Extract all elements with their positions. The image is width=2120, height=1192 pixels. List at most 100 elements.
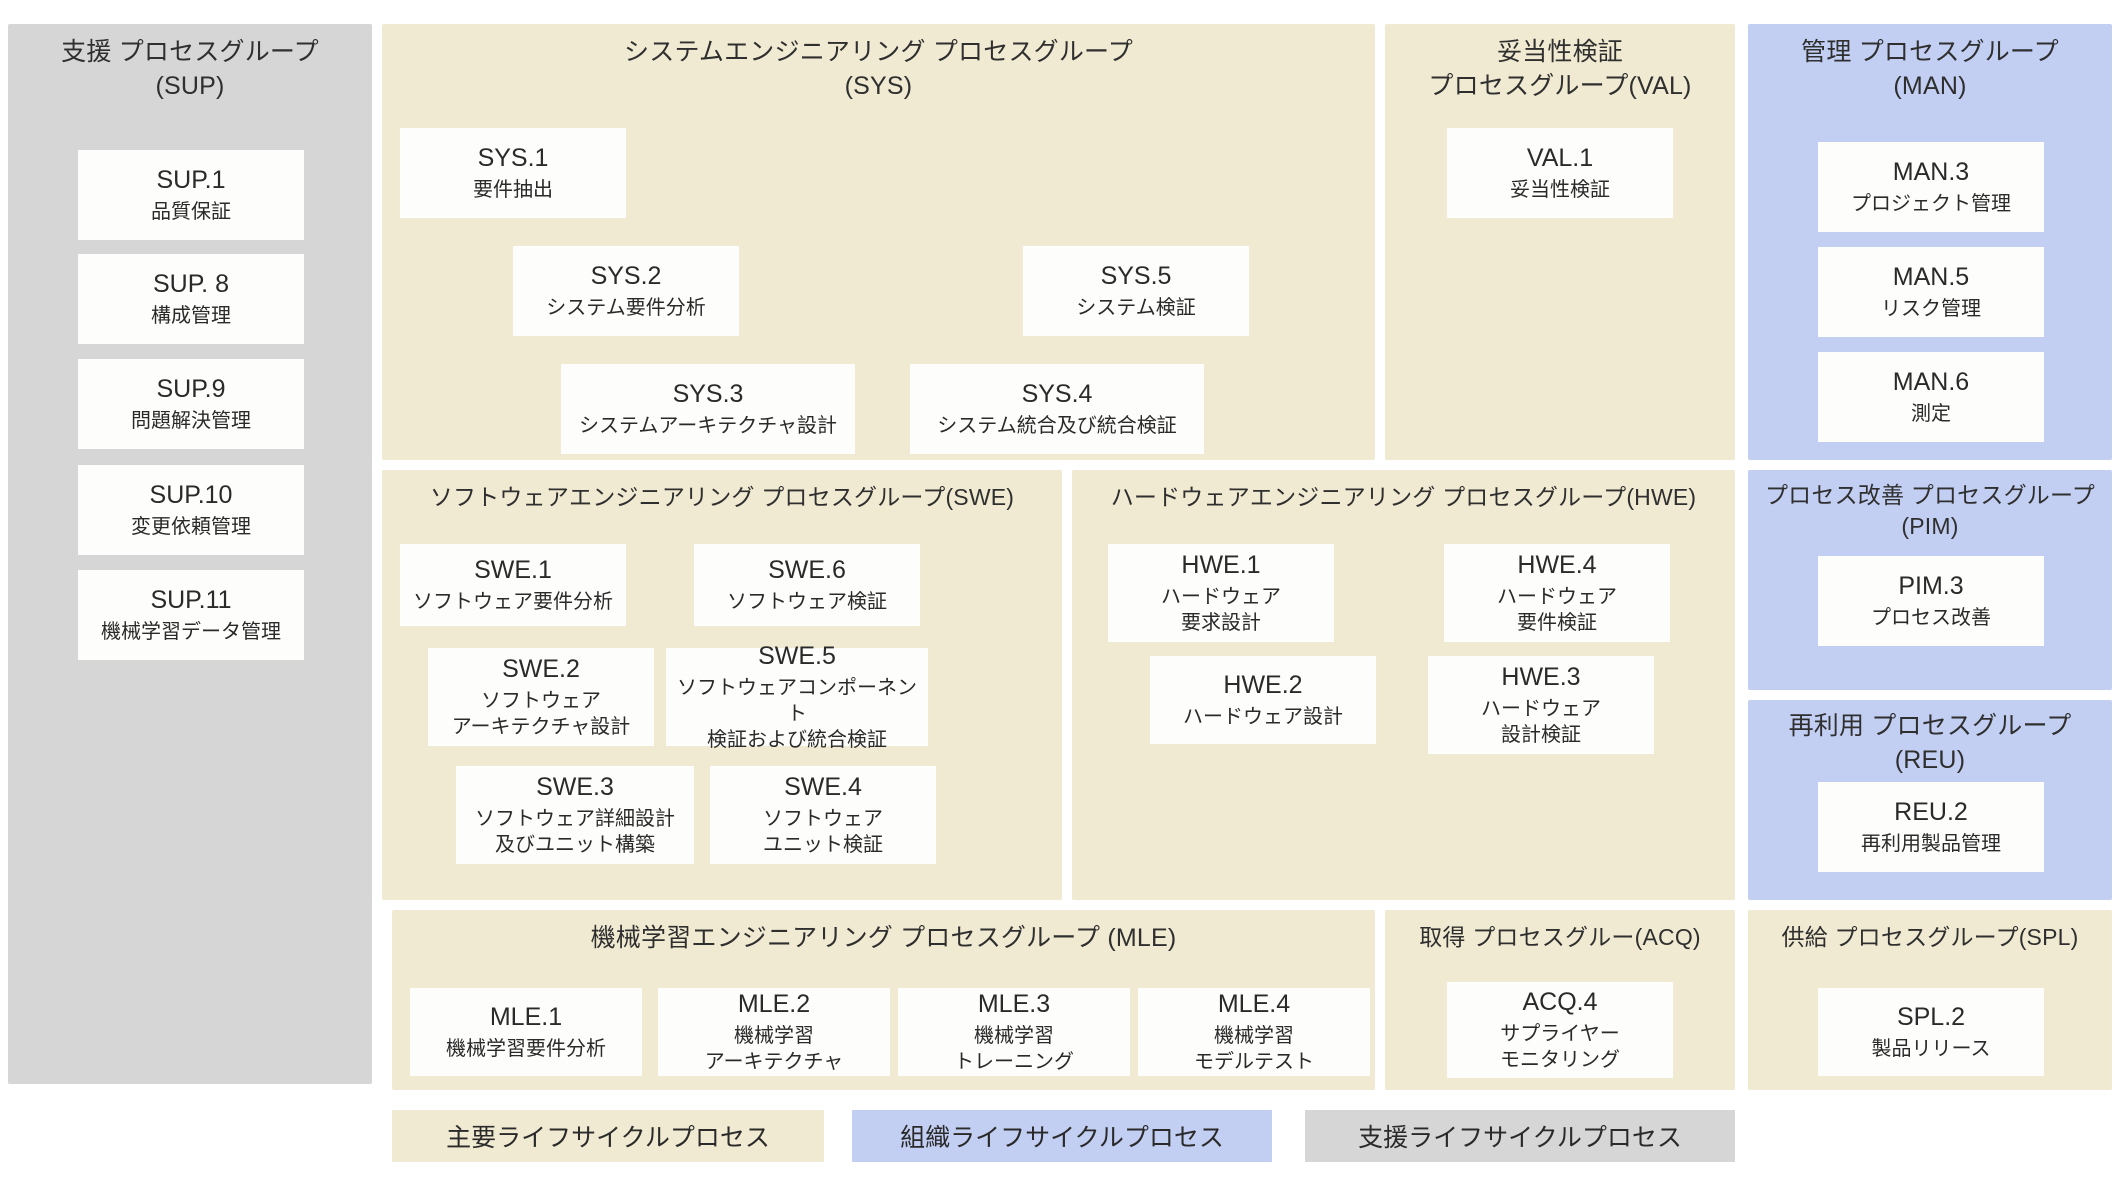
process-box-sup-1[interactable]: SUP.1 品質保証 [78,150,304,240]
process-name: ハードウェア設計 [1183,706,1343,729]
process-code: SWE.1 [474,555,552,584]
process-name: 機械学習 アーキテクチャ [704,1025,844,1074]
process-name: システム統合及び統合検証 [937,415,1177,438]
process-name: 要件抽出 [473,179,553,202]
process-box-sup-10[interactable]: SUP.10 変更依頼管理 [78,465,304,555]
process-box-sys-1[interactable]: SYS.1 要件抽出 [400,128,626,218]
process-code: SWE.4 [784,772,862,801]
legend-item-organizational-lifecycle: 組織ライフサイクルプロセス [852,1110,1272,1162]
group-title-pim: プロセス改善 プロセスグループ (PIM) [1764,482,2095,539]
process-code: MAN.5 [1892,262,1970,291]
process-box-sys-5[interactable]: SYS.5 システム検証 [1023,246,1249,336]
process-code: MLE.2 [737,989,811,1018]
process-box-val-1[interactable]: VAL.1 妥当性検証 [1447,128,1673,218]
process-box-mle-2[interactable]: MLE.2 機械学習 アーキテクチャ [658,988,890,1076]
group-title-acq: 取得 プロセスグルー(ACQ) [1419,924,1701,950]
group-title-reu: 再利用 プロセスグループ (REU) [1788,712,2072,774]
process-code: SUP. 8 [153,269,229,298]
process-box-spl-2[interactable]: SPL.2 製品リリース [1818,988,2044,1076]
process-box-sys-2[interactable]: SYS.2 システム要件分析 [513,246,739,336]
group-title-man: 管理 プロセスグループ (MAN) [1801,38,2059,100]
process-box-mle-4[interactable]: MLE.4 機械学習 モデルテスト [1138,988,1370,1076]
process-name: ソフトウェア要件分析 [413,591,613,614]
process-name: サプライヤー モニタリング [1500,1023,1620,1072]
process-box-sup-9[interactable]: SUP.9 問題解決管理 [78,359,304,449]
process-name: 機械学習 トレーニング [954,1025,1074,1074]
process-name: システムアーキテクチャ設計 [579,415,837,438]
process-box-hwe-3[interactable]: HWE.3 ハードウェア 設計検証 [1428,656,1654,754]
process-box-swe-5[interactable]: SWE.5 ソフトウェアコンポーネント 検証および統合検証 [666,642,928,751]
process-code: MLE.1 [489,1002,563,1031]
process-box-man-3[interactable]: MAN.3 プロジェクト管理 [1818,142,2044,232]
process-box-man-5[interactable]: MAN.5 リスク管理 [1818,247,2044,337]
process-box-swe-2[interactable]: SWE.2 ソフトウェア アーキテクチャ設計 [428,648,654,746]
process-code: MAN.6 [1892,367,1970,396]
process-name: プロセス改善 [1871,607,1991,630]
process-name: 妥当性検証 [1510,179,1610,202]
process-name: 再利用製品管理 [1861,833,2001,856]
group-title-hwe: ハードウェアエンジニアリング プロセスグループ(HWE) [1110,484,1697,510]
process-code: HWE.4 [1517,550,1597,579]
process-code: SUP.11 [150,585,232,614]
process-name: ハードウェア 要件検証 [1497,586,1617,635]
process-box-man-6[interactable]: MAN.6 測定 [1818,352,2044,442]
process-name: ハードウェア 要求設計 [1161,586,1281,635]
process-box-hwe-1[interactable]: HWE.1 ハードウェア 要求設計 [1108,544,1334,642]
process-box-hwe-4[interactable]: HWE.4 ハードウェア 要件検証 [1444,544,1670,642]
process-box-sys-3[interactable]: SYS.3 システムアーキテクチャ設計 [561,364,855,454]
process-name: 問題解決管理 [131,410,251,433]
group-title-mle: 機械学習エンジニアリング プロセスグループ (MLE) [590,924,1177,952]
process-box-swe-4[interactable]: SWE.4 ソフトウェア ユニット検証 [710,766,936,864]
process-box-mle-1[interactable]: MLE.1 機械学習要件分析 [410,988,642,1076]
process-code: SYS.1 [477,143,549,172]
group-panel-hwe: ハードウェアエンジニアリング プロセスグループ(HWE) HWE.1 ハードウェ… [1072,470,1735,900]
process-box-swe-3[interactable]: SWE.3 ソフトウェア詳細設計 及びユニット構築 [456,766,694,864]
process-box-hwe-2[interactable]: HWE.2 ハードウェア設計 [1150,656,1376,744]
group-panel-val: 妥当性検証 プロセスグループ(VAL) VAL.1 妥当性検証 [1385,24,1735,460]
process-box-sys-4[interactable]: SYS.4 システム統合及び統合検証 [910,364,1204,454]
process-code: SPL.2 [1896,1002,1966,1031]
process-box-reu-2[interactable]: REU.2 再利用製品管理 [1818,782,2044,872]
process-code: SYS.3 [672,379,744,408]
process-box-swe-6[interactable]: SWE.6 ソフトウェア検証 [694,544,920,626]
group-panel-mle: 機械学習エンジニアリング プロセスグループ (MLE) MLE.1 機械学習要件… [392,910,1375,1090]
process-name: ソフトウェア アーキテクチャ設計 [451,690,631,739]
process-code: SWE.5 [758,641,836,670]
legend-item-primary-lifecycle: 主要ライフサイクルプロセス [392,1110,824,1162]
group-panel-acq: 取得 プロセスグルー(ACQ) ACQ.4 サプライヤー モニタリング [1385,910,1735,1090]
process-code: HWE.2 [1223,670,1303,699]
process-box-sup-8[interactable]: SUP. 8 構成管理 [78,254,304,344]
group-title-spl: 供給 プロセスグループ(SPL) [1781,924,2079,950]
process-name: 構成管理 [151,305,231,328]
legend-label: 主要ライフサイクルプロセス [446,1124,770,1152]
process-code: SUP.10 [149,480,233,509]
process-name: 機械学習 モデルテスト [1194,1025,1314,1074]
process-code: SWE.6 [768,555,846,584]
process-name: 機械学習データ管理 [101,621,281,644]
process-name: システム要件分析 [546,297,706,320]
group-panel-pim: プロセス改善 プロセスグループ (PIM) PIM.3 プロセス改善 [1748,470,2112,690]
process-box-acq-4[interactable]: ACQ.4 サプライヤー モニタリング [1447,982,1673,1078]
process-name: ハードウェア 設計検証 [1481,698,1601,747]
process-name: ソフトウェア検証 [727,591,887,614]
process-name: プロジェクト管理 [1851,193,2011,216]
group-title-sys: システムエンジニアリング プロセスグループ (SYS) [624,38,1133,100]
process-box-sup-11[interactable]: SUP.11 機械学習データ管理 [78,570,304,660]
process-code: SYS.2 [590,261,662,290]
process-code: SYS.5 [1100,261,1172,290]
process-box-swe-1[interactable]: SWE.1 ソフトウェア要件分析 [400,544,626,626]
process-name: 品質保証 [151,201,231,224]
process-code: MLE.3 [977,989,1051,1018]
process-name: 機械学習要件分析 [446,1038,606,1061]
process-name: ソフトウェア詳細設計 及びユニット構築 [475,808,675,857]
process-code: MLE.4 [1217,989,1291,1018]
group-panel-reu: 再利用 プロセスグループ (REU) REU.2 再利用製品管理 [1748,700,2112,900]
process-code: HWE.3 [1501,662,1581,691]
process-code: VAL.1 [1526,143,1594,172]
process-name: 製品リリース [1871,1038,1991,1061]
group-panel-man: 管理 プロセスグループ (MAN) MAN.3 プロジェクト管理 MAN.5 リ… [1748,24,2112,460]
process-code: MAN.3 [1892,157,1970,186]
process-box-pim-3[interactable]: PIM.3 プロセス改善 [1818,556,2044,646]
group-panel-sys: システムエンジニアリング プロセスグループ (SYS) SYS.1 要件抽出 S… [382,24,1375,460]
process-box-mle-3[interactable]: MLE.3 機械学習 トレーニング [898,988,1130,1076]
